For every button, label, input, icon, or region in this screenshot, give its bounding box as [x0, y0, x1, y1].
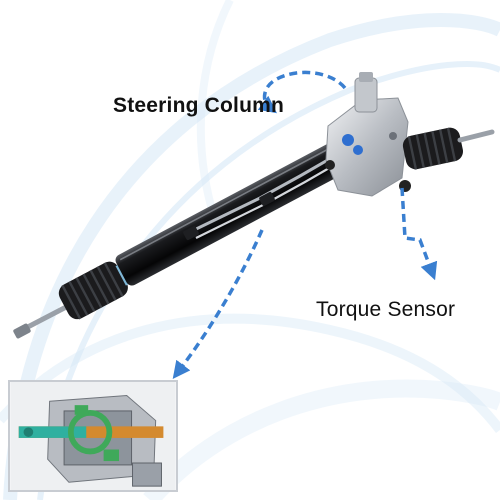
line-clamps — [183, 192, 275, 240]
right-boot — [402, 127, 463, 170]
steering-column-label: Steering Column — [113, 94, 285, 117]
left-tie-rod — [13, 302, 73, 339]
steering-column-arrow — [257, 70, 347, 114]
torque-sensor-arrow — [400, 187, 438, 281]
cutaway-torque-sensor-icon — [11, 382, 175, 490]
torque-sensor-label: Torque Sensor — [316, 298, 456, 321]
left-boot — [58, 261, 133, 320]
valve-housing — [325, 72, 411, 197]
inset-arrow — [172, 229, 264, 379]
torque-sensor-cutaway-inset — [8, 380, 178, 492]
right-tie-rod — [457, 129, 495, 143]
